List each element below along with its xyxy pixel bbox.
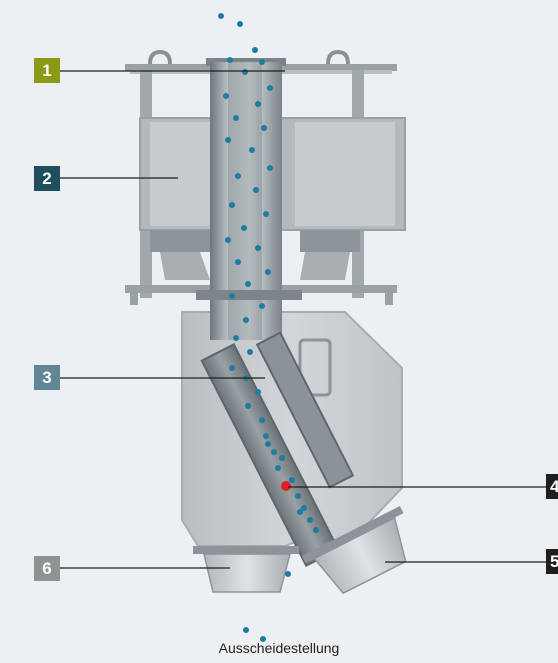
particle [255, 389, 261, 395]
particle [265, 269, 271, 275]
callout-4-label: 4 [550, 476, 558, 496]
particle [225, 237, 231, 243]
particle [313, 527, 319, 533]
particle [235, 173, 241, 179]
particle [237, 21, 243, 27]
particle [267, 165, 273, 171]
particle [259, 303, 265, 309]
callout-5-label: 5 [550, 551, 558, 571]
particle [223, 93, 229, 99]
particle [249, 147, 255, 153]
particle [218, 13, 224, 19]
particle [243, 627, 249, 633]
particle [265, 441, 271, 447]
particle [242, 69, 248, 75]
particle [259, 417, 265, 423]
particle [229, 202, 235, 208]
particle [229, 365, 235, 371]
callout-5: 5 [546, 549, 558, 574]
callout-6: 6 [34, 556, 60, 581]
callout-6-label: 6 [42, 558, 52, 578]
particle [227, 57, 233, 63]
particle [253, 187, 259, 193]
particle [247, 349, 253, 355]
feed-pipe [196, 58, 302, 340]
particle [259, 59, 265, 65]
particle [225, 137, 231, 143]
particle [252, 47, 258, 53]
diverter-flap [255, 331, 355, 489]
particle [267, 85, 273, 91]
particle [243, 317, 249, 323]
particle [263, 211, 269, 217]
particle [285, 571, 291, 577]
particle [255, 245, 261, 251]
callout-3-label: 3 [42, 367, 52, 387]
particle [297, 509, 303, 515]
leader-lines [60, 70, 548, 569]
callout-3: 3 [34, 365, 60, 390]
particle [289, 477, 295, 483]
particle [307, 517, 313, 523]
particle [235, 259, 241, 265]
particle [233, 335, 239, 341]
particle [260, 636, 266, 642]
particle [301, 505, 307, 511]
particle [263, 433, 269, 439]
particle [295, 493, 301, 499]
callout-1-label: 1 [42, 60, 52, 80]
callout-4: 4 [546, 474, 558, 499]
particle [279, 455, 285, 461]
callout-2-label: 2 [42, 168, 52, 188]
particle [261, 125, 267, 131]
particle-stream [218, 13, 319, 642]
particle [245, 281, 251, 287]
reject-particle [281, 481, 291, 491]
particle [245, 403, 251, 409]
particle [275, 465, 281, 471]
particle [255, 101, 261, 107]
callout-1: 1 [34, 58, 60, 83]
outlet-left [193, 546, 299, 593]
particle [271, 449, 277, 455]
particle [229, 293, 235, 299]
particle [233, 115, 239, 121]
callout-2: 2 [34, 166, 60, 191]
caption: Ausscheidestellung [218, 640, 340, 656]
particle [241, 225, 247, 231]
